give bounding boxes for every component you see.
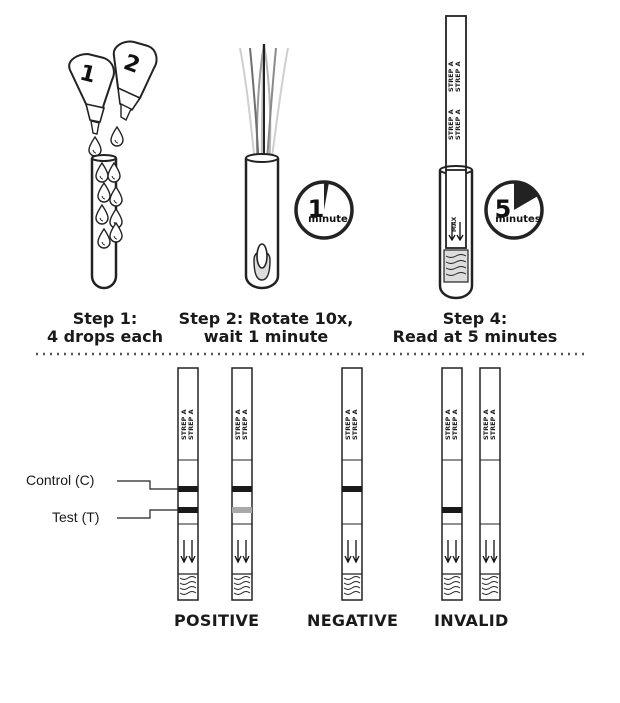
negative-label: NEGATIVE <box>307 611 399 630</box>
strip-brand: STREP A <box>180 409 188 440</box>
tube-strip-brand-1: STREP A <box>447 61 455 92</box>
step2-caption: Step 2: Rotate 10x, wait 1 minute <box>176 310 356 346</box>
step4-caption: Step 4: Read at 5 minutes <box>385 310 565 346</box>
faint-test-line-mark <box>232 507 252 513</box>
strip-brand: STREP A <box>241 409 249 440</box>
dropper-bottle-2-icon <box>112 40 158 122</box>
test-leader-line <box>117 509 178 519</box>
strip-brand: STREP A <box>444 409 452 440</box>
test-line-mark <box>442 507 462 513</box>
step2-detail: wait 1 minute <box>203 327 329 346</box>
test-line-label: Test (T) <box>52 509 100 525</box>
strip-brand: STREP A <box>489 409 497 440</box>
positive-strip-strong <box>177 367 199 601</box>
step4-detail: Read at 5 minutes <box>392 327 558 346</box>
timer-one-number: 1 <box>308 195 325 223</box>
positive-label: POSITIVE <box>174 611 260 630</box>
dropper-bottle-1-icon <box>68 52 115 135</box>
invalid-strip-test-only <box>441 367 463 601</box>
tube-strip-brand-2: STREP A <box>447 109 455 140</box>
strip-brand: STREP A <box>351 409 359 440</box>
timer-one-unit: minute <box>308 214 348 225</box>
control-line-label: Control (C) <box>26 472 95 488</box>
strip-brand: STREP A <box>451 409 459 440</box>
tube-strip-brand-3: STREP A <box>454 61 462 92</box>
timer-one-minute-icon: 1 minute <box>294 180 354 240</box>
tube-strip-brand-4: STREP A <box>454 109 462 140</box>
timer-five-minutes-icon: 5 minutes <box>484 180 544 240</box>
control-line-mark <box>232 486 252 492</box>
invalid-strip-blank <box>479 367 501 601</box>
strip-brand: STREP A <box>187 409 195 440</box>
invalid-label: INVALID <box>434 611 509 630</box>
step1-detail: 4 drops each <box>46 327 164 346</box>
test-line-mark <box>178 507 198 513</box>
step1-caption: Step 1: 4 drops each <box>40 310 170 346</box>
control-line-mark <box>178 486 198 492</box>
control-line-mark <box>342 486 362 492</box>
timer-five-unit: minutes <box>495 214 541 225</box>
test-tube-step2-icon <box>244 153 280 290</box>
tube-strip-max: MAX <box>451 216 458 232</box>
timer-five-number: 5 <box>495 195 512 223</box>
step4-title: Step 4: <box>442 309 508 328</box>
step1-title: Step 1: <box>72 309 138 328</box>
positive-strip-faint <box>231 367 253 601</box>
strip-brand: STREP A <box>234 409 242 440</box>
strip-brand: STREP A <box>482 409 490 440</box>
negative-strip <box>341 367 363 601</box>
step2-title: Step 2: Rotate 10x, <box>178 309 354 328</box>
control-leader-line <box>117 480 178 490</box>
strip-brand: STREP A <box>344 409 352 440</box>
strip-in-tube-icon: STREP A STREP A STREP A STREP A MAX <box>438 15 474 300</box>
